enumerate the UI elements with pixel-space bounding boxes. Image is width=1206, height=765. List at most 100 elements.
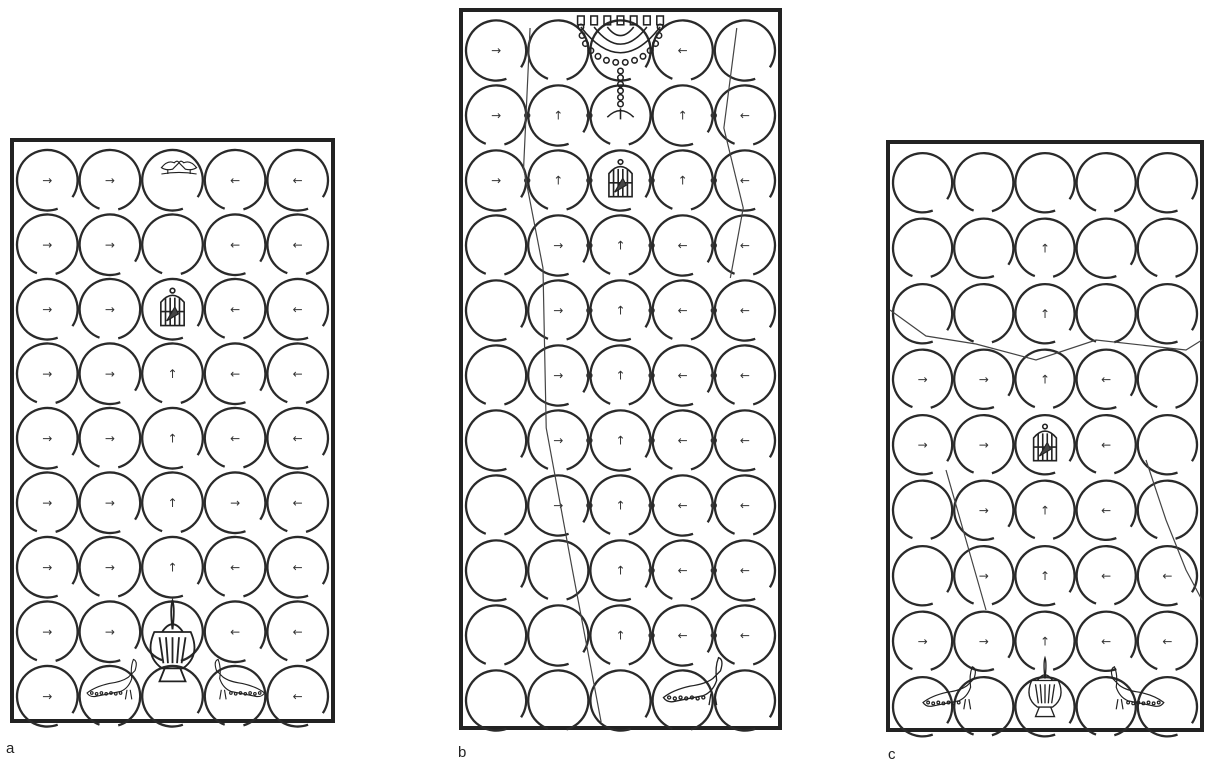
right-arrow-icon: → [979, 503, 989, 517]
right-arrow-icon: → [918, 634, 928, 648]
ring-cell [715, 20, 775, 80]
panel-b: →←→↑↑←→↑↑←→↑←←→↑←←→↑←←→↑←←→↑←←↑←←↑←← [459, 8, 782, 730]
up-arrow-icon: ↑ [1040, 503, 1050, 517]
right-arrow-icon: → [105, 302, 115, 316]
ring-cell [1138, 677, 1197, 736]
right-arrow-icon: → [979, 372, 989, 386]
panel-b-drawing: →←→↑↑←→↑↑←→↑←←→↑←←→↑←←→↑←←→↑←←↑←←↑←← [459, 8, 782, 730]
right-arrow-icon: → [230, 496, 240, 510]
bird-cage-icon [161, 288, 184, 325]
left-arrow-icon: ← [678, 564, 688, 578]
left-arrow-icon: ← [1101, 372, 1111, 386]
ring-cell [466, 410, 526, 470]
up-arrow-icon: ↑ [167, 367, 177, 381]
left-arrow-icon: ← [1162, 569, 1172, 583]
up-arrow-icon: ↑ [615, 304, 625, 318]
ring-cell [1077, 677, 1136, 735]
panel-c-drawing: ↑↑→→↑←→→←→↑←→↑←←→→↑←← [886, 140, 1204, 732]
left-arrow-icon: ← [740, 109, 750, 123]
left-arrow-icon: ← [293, 560, 303, 574]
ring-cell [1077, 284, 1136, 342]
left-arrow-icon: ← [293, 173, 303, 187]
right-arrow-icon: → [491, 174, 501, 188]
panel-a: →→←←→→←←→→←←→→↑←←→→↑←←→→↑→←→→↑←←→→←←→← [10, 138, 335, 723]
up-arrow-icon: ↑ [1040, 307, 1050, 321]
left-arrow-icon: ← [230, 367, 240, 381]
up-arrow-icon: ↑ [678, 109, 688, 123]
menorah-icon [578, 16, 664, 119]
up-arrow-icon: ↑ [1040, 241, 1050, 255]
ring-cell [528, 540, 588, 599]
left-arrow-icon: ← [678, 499, 688, 513]
ring-cell [1015, 153, 1074, 212]
right-arrow-icon: → [42, 625, 52, 639]
left-arrow-icon: ← [678, 629, 688, 643]
panel-c-label: c [888, 746, 896, 763]
right-arrow-icon: → [491, 109, 501, 123]
panel-c: ↑↑→→↑←→→←→↑←→↑←←→→↑←← [886, 140, 1204, 732]
ring-cell [466, 540, 526, 600]
ring-cell [954, 284, 1013, 342]
left-arrow-icon: ← [740, 499, 750, 513]
ring-cell [528, 670, 588, 729]
ring-cell [1138, 284, 1197, 343]
right-arrow-icon: → [42, 560, 52, 574]
up-arrow-icon: ↑ [615, 369, 625, 383]
up-arrow-icon: ↑ [553, 174, 563, 188]
left-arrow-icon: ← [293, 431, 303, 445]
ring-cell [142, 666, 203, 727]
ring-cell [466, 605, 526, 664]
ring-cell [715, 670, 775, 730]
ring-cell [1138, 350, 1197, 408]
ring-cell [466, 345, 526, 404]
right-arrow-icon: → [491, 44, 501, 58]
ring-cell [893, 284, 952, 343]
ring-cell [954, 677, 1013, 735]
up-arrow-icon: ↑ [167, 431, 177, 445]
right-arrow-icon: → [42, 238, 52, 252]
up-arrow-icon: ↑ [678, 174, 688, 188]
right-arrow-icon: → [105, 625, 115, 639]
ring-cell [590, 20, 650, 80]
left-arrow-icon: ← [740, 369, 750, 383]
up-arrow-icon: ↑ [167, 560, 177, 574]
ring-cell [893, 219, 952, 277]
right-arrow-icon: → [42, 173, 52, 187]
up-arrow-icon: ↑ [615, 434, 625, 448]
up-arrow-icon: ↑ [167, 496, 177, 510]
left-arrow-icon: ← [740, 629, 750, 643]
right-arrow-icon: → [105, 496, 115, 510]
right-arrow-icon: → [42, 302, 52, 316]
left-arrow-icon: ← [1101, 438, 1111, 452]
panel-b-label: b [458, 744, 466, 761]
right-arrow-icon: → [979, 634, 989, 648]
ring-cell [1138, 219, 1197, 277]
left-arrow-icon: ← [1101, 503, 1111, 517]
left-arrow-icon: ← [230, 302, 240, 316]
left-arrow-icon: ← [293, 625, 303, 639]
ring-cell [893, 677, 952, 736]
ring-cell [1138, 415, 1197, 474]
left-arrow-icon: ← [678, 239, 688, 253]
ring-cell [142, 150, 203, 211]
left-arrow-icon: ← [740, 304, 750, 318]
right-arrow-icon: → [918, 438, 928, 452]
left-arrow-icon: ← [293, 302, 303, 316]
ring-cell [893, 546, 952, 605]
ring-cell [590, 670, 650, 730]
right-arrow-icon: → [553, 239, 563, 253]
up-arrow-icon: ↑ [615, 499, 625, 513]
bird-cage-icon [1034, 424, 1057, 460]
left-arrow-icon: ← [230, 560, 240, 574]
right-arrow-icon: → [105, 367, 115, 381]
right-arrow-icon: → [979, 569, 989, 583]
right-arrow-icon: → [105, 238, 115, 252]
ring-cell [466, 670, 526, 730]
ring-cell [954, 219, 1013, 278]
right-arrow-icon: → [553, 434, 563, 448]
right-arrow-icon: → [42, 367, 52, 381]
left-arrow-icon: ← [293, 238, 303, 252]
right-arrow-icon: → [105, 173, 115, 187]
left-arrow-icon: ← [678, 434, 688, 448]
left-arrow-icon: ← [230, 431, 240, 445]
